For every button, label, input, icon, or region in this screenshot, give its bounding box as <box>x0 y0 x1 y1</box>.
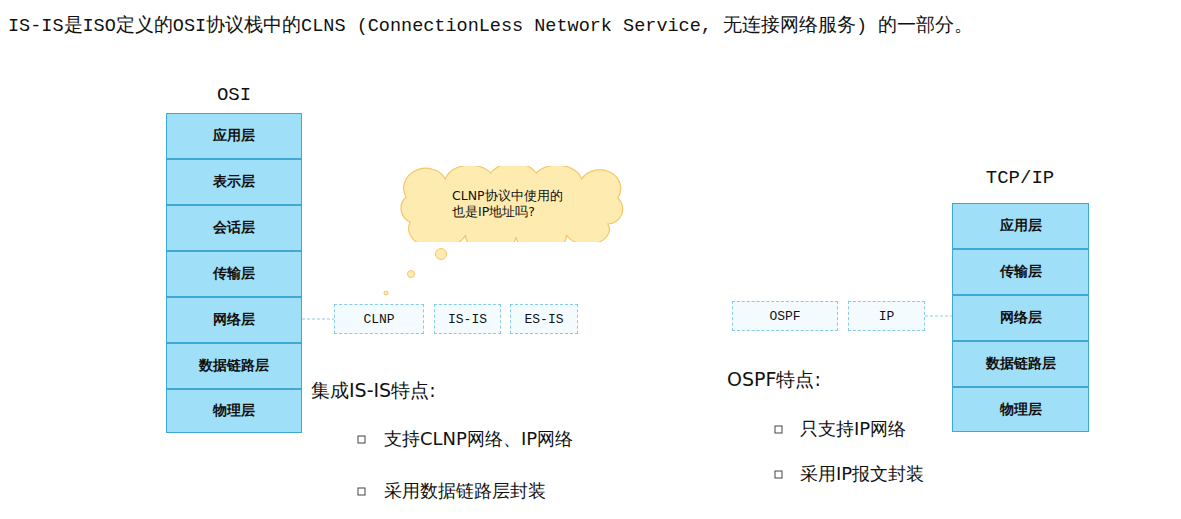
protocol-box: IP <box>848 301 925 331</box>
feature-item: 只支持IP网络 <box>800 417 906 441</box>
box-label: 数据链路层 <box>199 357 269 375</box>
dashed-connector <box>925 316 952 317</box>
text-column: 物理层 <box>1000 401 1042 419</box>
box-label: ES-IS <box>524 312 563 327</box>
box-label: CLNP <box>363 312 394 327</box>
text-column: 数据链路层 <box>199 357 269 375</box>
box-label: 网络层 <box>213 311 255 329</box>
thought-dot <box>436 249 447 260</box>
text-column: 网络层 <box>213 311 255 329</box>
text-column: CLNP协议中使用的也是IP地址吗? <box>452 188 570 219</box>
box-label: 应用层 <box>213 127 255 145</box>
osi-layer: 物理层 <box>166 389 302 433</box>
osi-layer: 传输层 <box>166 251 302 297</box>
text-column: 应用层 <box>213 127 255 145</box>
box-label: 网络层 <box>1000 309 1042 327</box>
text-column: 物理层 <box>213 402 255 420</box>
osi-layer: 应用层 <box>166 113 302 159</box>
stack-heading: OSI <box>217 84 251 106</box>
protocol-box: OSPF <box>732 301 838 331</box>
text-column: 会话层 <box>213 219 255 237</box>
feature-heading: OSPF特点: <box>727 367 821 393</box>
protocol-box: IS-IS <box>434 304 501 334</box>
protocol-box: CLNP <box>334 304 424 334</box>
tcpip-layer: 应用层 <box>952 203 1089 249</box>
tcpip-layer: 数据链路层 <box>952 341 1089 387</box>
tcpip-layer: 传输层 <box>952 249 1089 295</box>
feature-item: 采用数据链路层封装 <box>384 479 546 503</box>
bullet-square <box>358 488 365 495</box>
thought-cloud: CLNP协议中使用的也是IP地址吗? <box>390 166 632 242</box>
text-column: CLNP <box>363 312 394 327</box>
box-label: 物理层 <box>1000 401 1042 419</box>
bullet-square <box>775 471 782 478</box>
text-column: IS-IS <box>448 312 487 327</box>
text-column: 数据链路层 <box>986 355 1056 373</box>
tcpip-layer: 物理层 <box>952 387 1089 432</box>
text-column: ES-IS <box>524 312 563 327</box>
box-label: OSPF <box>769 309 800 324</box>
text-column: 传输层 <box>1000 263 1042 281</box>
box-label: 传输层 <box>213 265 255 283</box>
box-label: 会话层 <box>213 219 255 237</box>
box-label: 应用层 <box>1000 217 1042 235</box>
feature-item: 采用IP报文封装 <box>800 462 924 486</box>
dashed-connector <box>302 319 334 320</box>
thought-text: CLNP协议中使用的也是IP地址吗? <box>452 188 570 219</box>
box-label: 表示层 <box>213 173 255 191</box>
feature-item: 支持CLNP网络、IP网络 <box>384 427 573 451</box>
text-column: 应用层 <box>1000 217 1042 235</box>
text-column: 网络层 <box>1000 309 1042 327</box>
protocol-box: ES-IS <box>510 304 578 334</box>
osi-layer: 网络层 <box>166 297 302 343</box>
box-label: 物理层 <box>213 402 255 420</box>
osi-layer: 数据链路层 <box>166 343 302 389</box>
cloud-shape <box>401 166 623 242</box>
page-title: IS-IS是ISO定义的OSI协议栈中的CLNS (ConnectionLess… <box>8 12 1178 37</box>
text-column: 传输层 <box>213 265 255 283</box>
bullet-square <box>358 436 365 443</box>
stack-heading: TCP/IP <box>986 167 1054 189</box>
box-label: IS-IS <box>448 312 487 327</box>
thought-dot <box>408 271 415 278</box>
text-column: 表示层 <box>213 173 255 191</box>
text-column: IP <box>879 309 895 324</box>
thought-dot <box>384 291 388 295</box>
osi-layer: 会话层 <box>166 205 302 251</box>
box-label: 数据链路层 <box>986 355 1056 373</box>
text-column: OSPF <box>769 309 800 324</box>
box-label: IP <box>879 309 895 324</box>
osi-layer: 表示层 <box>166 159 302 205</box>
feature-heading: 集成IS-IS特点: <box>311 378 436 404</box>
bullet-square <box>775 426 782 433</box>
box-label: 传输层 <box>1000 263 1042 281</box>
tcpip-layer: 网络层 <box>952 295 1089 341</box>
